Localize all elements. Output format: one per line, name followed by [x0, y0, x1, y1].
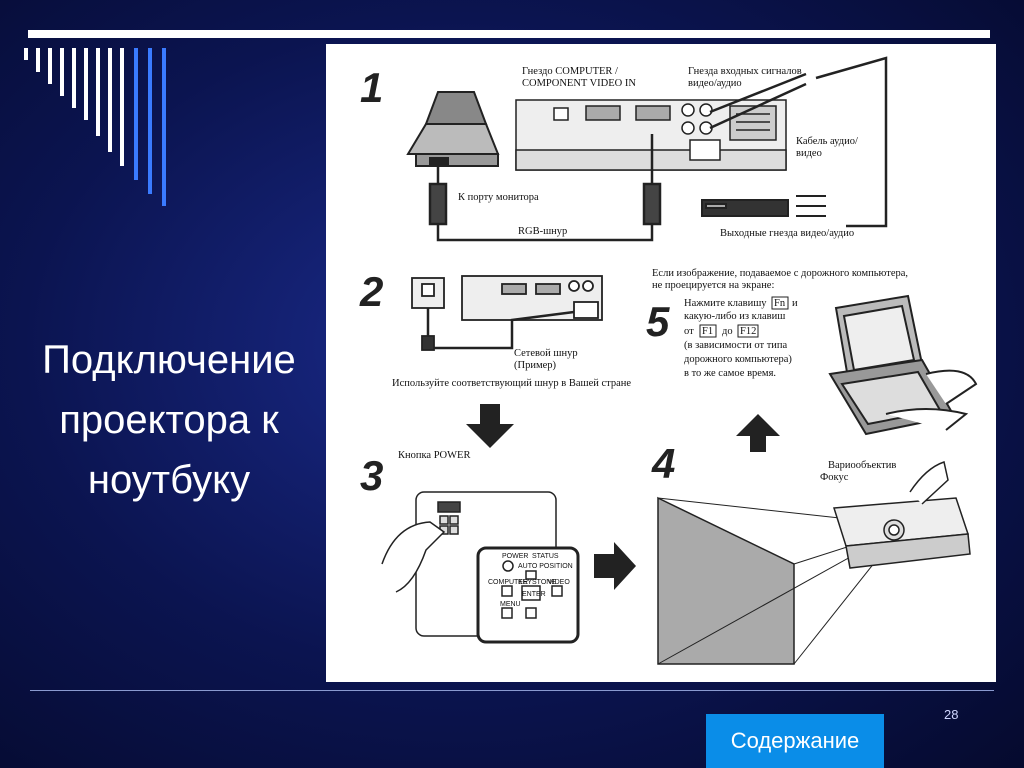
step5-line3a: от [684, 326, 694, 337]
computer-jack-label-1: Гнездо COMPUTER / [522, 66, 618, 77]
slide-title: Подключение проектора к ноутбуку [14, 330, 324, 510]
rgb-cord-label: RGB-шнур [518, 226, 567, 237]
focus-label: Фокус [820, 472, 849, 483]
title-line-3: ноутбуку [87, 458, 251, 502]
laptop-icon [406, 91, 500, 167]
key-fn: Fn [774, 298, 786, 309]
step5-intro-1: Если изображение, подаваемое с дорожного… [652, 268, 908, 279]
key-f12: F12 [740, 326, 756, 337]
use-cord-note: Используйте соответствующий шнур в Вашей… [392, 378, 631, 389]
keypad-keystone-label: KEYSTONE [518, 579, 556, 586]
av-input-label-1: Гнезда входных сигналов [688, 66, 802, 77]
keypad-enter-label: ENTER [522, 591, 546, 598]
keypad-auto-position-label: AUTO POSITION [518, 563, 573, 570]
step-3-number: 3 [360, 452, 383, 499]
video-player-icon [701, 195, 826, 217]
monitor-port-label: К порту монитора [458, 192, 539, 203]
keypad-menu-label: MENU [500, 601, 521, 608]
keypad-power-label: POWER [502, 553, 528, 560]
arrow-up-icon [736, 414, 780, 452]
keypad-video-label: VIDEO [548, 579, 570, 586]
step5-intro-2: не проецируется на экране: [652, 280, 774, 291]
av-cable-label-2: видео [796, 148, 822, 159]
step5-line3b: до [722, 326, 733, 337]
key-f1-box [699, 324, 717, 338]
av-input-label-2: видео/аудио [688, 78, 742, 89]
power-cord-label-1: Сетевой шнур [514, 348, 578, 359]
step-5-number: 5 [646, 298, 670, 345]
step-1-number: 1 [360, 64, 383, 111]
cables [428, 56, 888, 242]
title-line-2: проектора к [59, 398, 279, 442]
step5-line1a: Нажмите клавишу [684, 298, 767, 309]
arrow-down-icon [466, 404, 514, 448]
connection-diagram: 1 Гнездо COM [326, 44, 996, 682]
page-number: 28 [944, 707, 959, 722]
key-f1: F1 [702, 326, 713, 337]
power-cord-label-2: (Пример) [514, 360, 557, 371]
bottom-rule [30, 690, 994, 691]
key-fn-box [771, 296, 789, 310]
projector-icon [833, 461, 971, 569]
step5-line1b: и [792, 298, 798, 309]
keypad-computer-label: COMPUTER [488, 579, 528, 586]
arrow-right-icon [594, 542, 636, 590]
step-4-number: 4 [651, 440, 675, 487]
av-cable-label-1: Кабель аудио/ [796, 136, 858, 147]
step5-line6: в то же самое время. [684, 368, 776, 379]
power-connection-icon [411, 275, 603, 351]
step5-line2: какую-либо из клавиш [684, 311, 785, 322]
laptop-keyboard-icon [828, 294, 978, 436]
keypad-panel [476, 546, 580, 644]
zoom-lens-label: Вариообъектив [828, 460, 896, 471]
key-f12-box [737, 324, 759, 338]
step5-line4: (в зависимости от типа [684, 340, 788, 351]
step-2-number: 2 [359, 268, 383, 315]
computer-jack-label-2: COMPONENT VIDEO IN [522, 78, 636, 89]
title-line-1: Подключение [42, 338, 296, 382]
av-output-label: Выходные гнезда видео/аудио [720, 228, 854, 239]
step5-line5: дорожного компьютера) [684, 354, 792, 365]
power-button-label: Кнопка POWER [398, 450, 470, 461]
top-rule [28, 30, 990, 38]
contents-button[interactable]: Содержание [706, 714, 884, 768]
keypad-status-label: STATUS [532, 553, 559, 560]
